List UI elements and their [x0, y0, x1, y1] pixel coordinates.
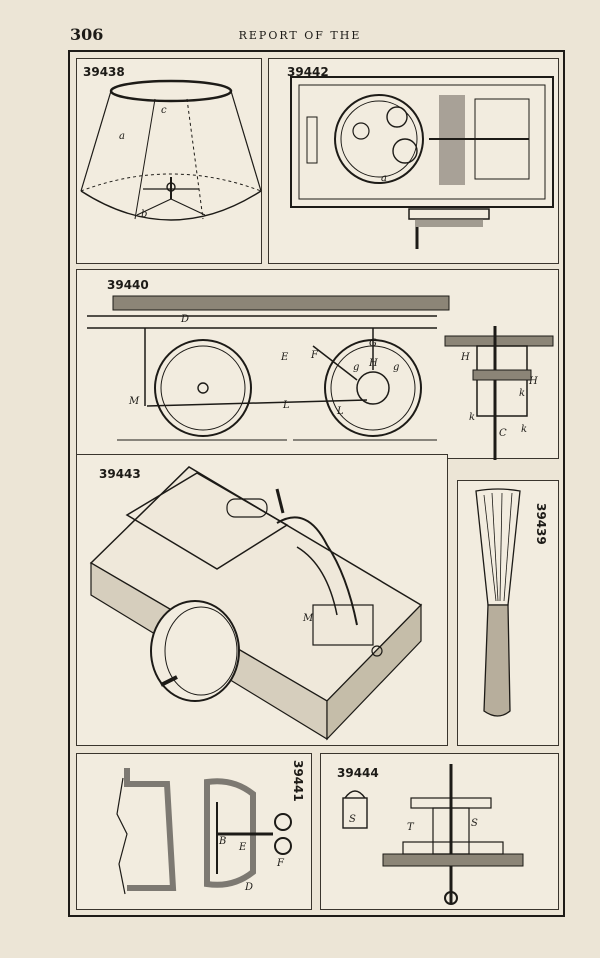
figure-39438-panel: 39438 a c b	[76, 58, 262, 264]
wheeled-mechanism-drawing: D E G F g H g M L L H H k k k C	[87, 295, 554, 460]
figure-number: 39441	[291, 760, 305, 802]
label-H-wheel: H	[368, 358, 378, 369]
label-g-left: g	[353, 362, 359, 373]
label-a: a	[381, 173, 387, 184]
label-g-right: g	[393, 362, 399, 373]
label-S: S	[471, 818, 478, 829]
label-M: M	[128, 396, 140, 407]
mechanism-section-drawing: S T S	[342, 764, 524, 905]
running-head: REPORT OF THE	[238, 29, 362, 42]
section-drawing: B E F D	[116, 768, 292, 895]
machine-plan-drawing: a	[290, 76, 554, 249]
lamp-shade-drawing: a c b	[80, 79, 262, 221]
figure-number: 39443	[99, 467, 141, 481]
label-G: G	[369, 338, 377, 349]
label-H-right: H	[528, 376, 538, 387]
figure-39444-panel: 39444 S T S	[320, 753, 559, 910]
label-k-upper: k	[519, 388, 525, 399]
label-M: M	[302, 613, 314, 624]
label-E: E	[280, 352, 289, 363]
label-E: E	[238, 842, 247, 853]
page-number: 306	[70, 25, 104, 44]
label-c: c	[161, 105, 167, 116]
figure-number: 39444	[337, 766, 379, 780]
isometric-machine-drawing: M	[89, 466, 423, 741]
figure-number: 39442	[287, 65, 329, 79]
label-b: b	[141, 209, 147, 220]
label-k-left: k	[469, 412, 475, 423]
label-B: B	[218, 836, 226, 847]
label-L-upper: L	[282, 400, 290, 411]
label-D: D	[180, 314, 189, 325]
label-F: F	[276, 858, 285, 869]
figure-39443-panel: 39443 M	[76, 454, 448, 746]
label-H-left: H	[460, 352, 470, 363]
figure-39441-panel: 39441 B E F D	[76, 753, 312, 910]
label-F: F	[310, 350, 319, 361]
figure-39439-panel: 39439	[457, 480, 559, 746]
label-T: T	[407, 822, 415, 833]
label-a: a	[119, 131, 125, 142]
label-S-small: S	[349, 814, 356, 825]
brush-tool-drawing	[475, 488, 521, 717]
figure-39440-panel: 39440 D E G F g H g	[76, 269, 559, 460]
figure-number: 39439	[534, 503, 548, 545]
label-L-lower: L	[336, 406, 344, 417]
figure-39442-panel: 39442 a	[268, 58, 559, 264]
plate-frame: 39438 a c b 39442	[68, 50, 565, 917]
figure-number: 39438	[83, 65, 125, 79]
figure-number: 39440	[107, 278, 149, 292]
label-D: D	[244, 882, 253, 893]
label-k-lower: k	[521, 424, 527, 435]
label-C: C	[499, 428, 507, 439]
